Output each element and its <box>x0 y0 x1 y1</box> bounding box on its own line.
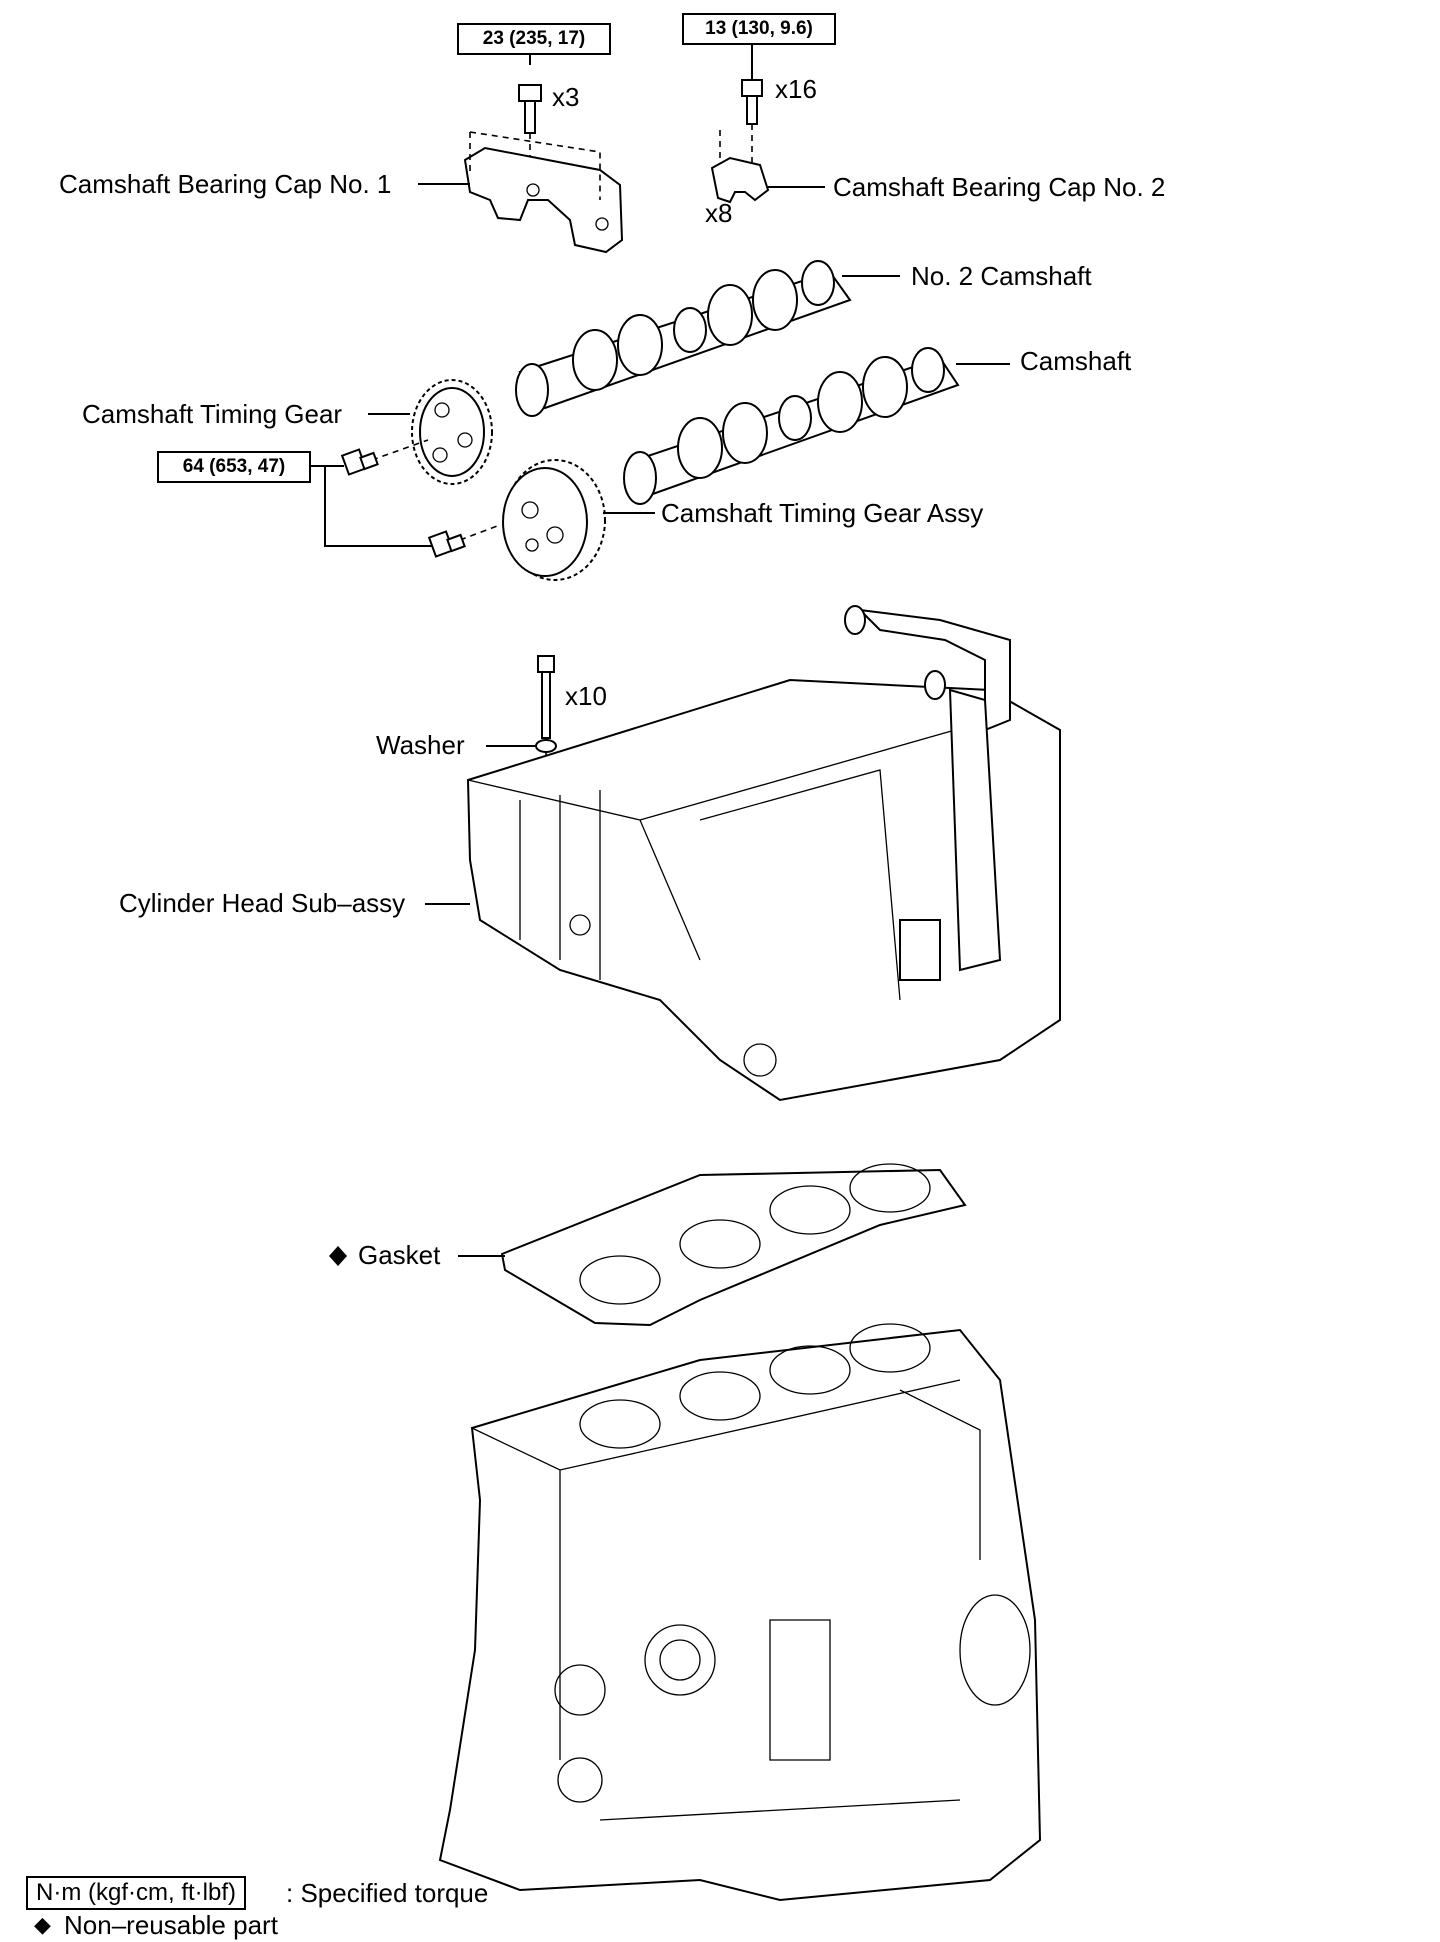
camshaft-bearing-cap-no1-drawing <box>418 131 624 254</box>
legend-torque-desc: : Specified torque <box>286 1878 489 1908</box>
camshaft-timing-gear-drawing <box>368 379 493 485</box>
qty-head-bolts: x10 <box>565 681 607 711</box>
camshaft-bearing-cap-no2-drawing <box>710 156 825 204</box>
label-gasket: Gasket <box>358 1240 441 1270</box>
label-camshaft-bearing-cap-no2: Camshaft Bearing Cap No. 2 <box>833 172 1166 202</box>
label-camshaft-timing-gear: Camshaft Timing Gear <box>82 399 343 429</box>
cylinder-block-drawing <box>438 1323 1042 1902</box>
label-washer: Washer <box>376 730 465 760</box>
label-no2-camshaft: No. 2 Camshaft <box>911 261 1092 291</box>
gasket-drawing <box>458 1163 967 1327</box>
legend-nonreusable-diamond-icon: ◆ <box>34 1912 51 1937</box>
label-camshaft-timing-gear-assy: Camshaft Timing Gear Assy <box>661 498 984 528</box>
camshaft-drawing <box>623 347 1010 505</box>
qty-cap-no2-bolts: x16 <box>775 74 817 104</box>
no2-camshaft-drawing <box>515 260 900 417</box>
gasket-nonreusable-diamond-icon <box>329 1246 347 1266</box>
head-bolt-drawing <box>486 655 557 790</box>
timing-gear-bolts-drawing <box>306 448 466 558</box>
qty-cap-no2: x8 <box>705 198 733 228</box>
cap-no2-bolt-drawing <box>719 45 763 170</box>
qty-cap-no1-bolts: x3 <box>552 82 580 112</box>
cylinder-head-drawing <box>425 605 1061 1102</box>
label-cylinder-head: Cylinder Head Sub–assy <box>119 888 406 918</box>
legend-nonreusable-desc: Non–reusable part <box>64 1910 278 1940</box>
label-camshaft-bearing-cap-no1: Camshaft Bearing Cap No. 1 <box>59 169 392 199</box>
torque-box-cap-no2: 13 (130, 9.6) <box>682 13 836 45</box>
torque-box-cap-no1: 23 (235, 17) <box>457 23 611 55</box>
legend-torque-unit-box: N·m (kgf·cm, ft·lbf) <box>26 1876 246 1910</box>
torque-box-timing-gear: 64 (653, 47) <box>157 451 311 483</box>
camshaft-timing-gear-assy-drawing <box>459 459 655 581</box>
label-camshaft: Camshaft <box>1020 346 1132 376</box>
